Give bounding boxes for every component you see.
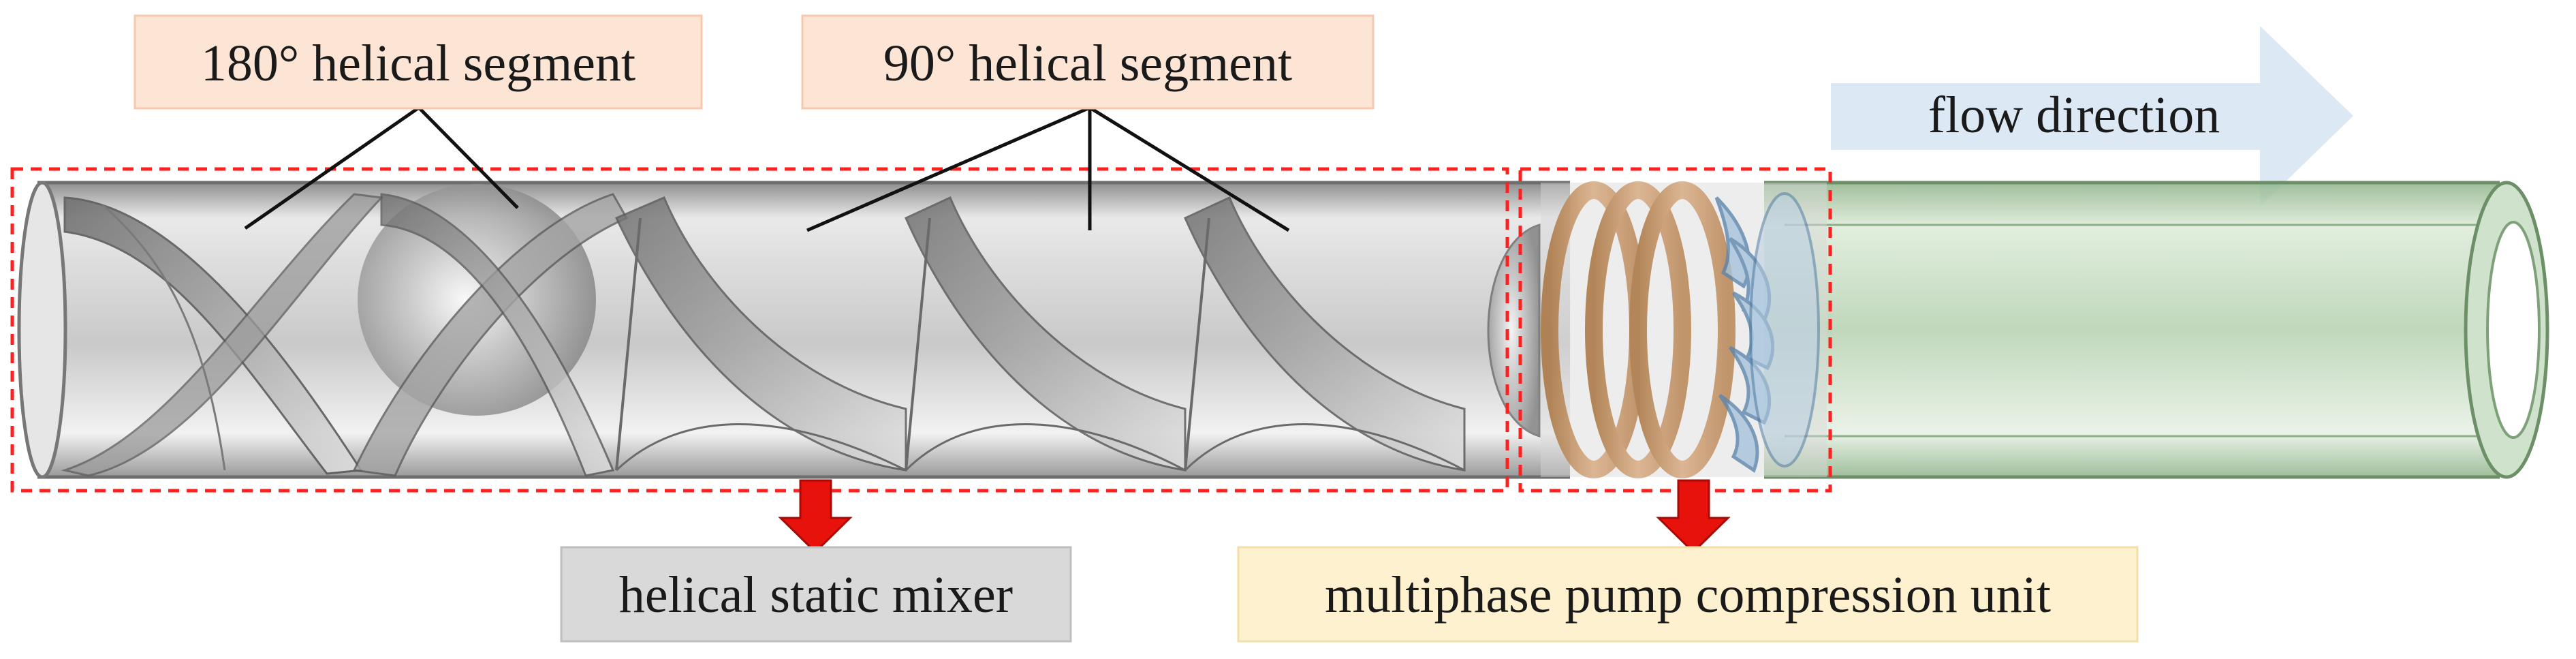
pump-label-text: multiphase pump compression unit [1325,566,2051,624]
helical-segment-90-3 [1184,196,1466,472]
seg90-label-text: 90° helical segment [883,35,1292,92]
flow-direction-arrow: flow direction [1831,26,2353,206]
helical-segment-180-2 [352,184,629,477]
mixer-label: helical static mixer [560,546,1072,643]
impeller-hub [1749,192,1820,468]
seg90-leader-lines [806,106,1290,232]
seg180-label: 180° helical segment [133,14,703,110]
seg90-label: 90° helical segment [801,14,1375,110]
pump-compression-unit [1541,181,1827,478]
pump-label: multiphase pump compression unit [1237,546,2139,643]
outlet-pipe-bore [2486,221,2541,439]
mixer-outlet-dome [1487,223,1541,438]
pump-down-arrow [1656,479,1731,554]
mixer-dashed-box [10,167,1509,493]
flow-direction-label: flow direction [1928,87,2220,144]
pump-dashed-box [1518,167,1832,493]
mixer-down-arrow [778,479,853,554]
mixer-inlet-end [17,181,67,479]
seg180-leader-lines [244,106,519,230]
mixer-label-text: helical static mixer [619,566,1013,624]
seg180-label-text: 180° helical segment [201,35,635,92]
inducer-rings [1541,181,1735,478]
outlet-pipe [1764,181,2549,479]
